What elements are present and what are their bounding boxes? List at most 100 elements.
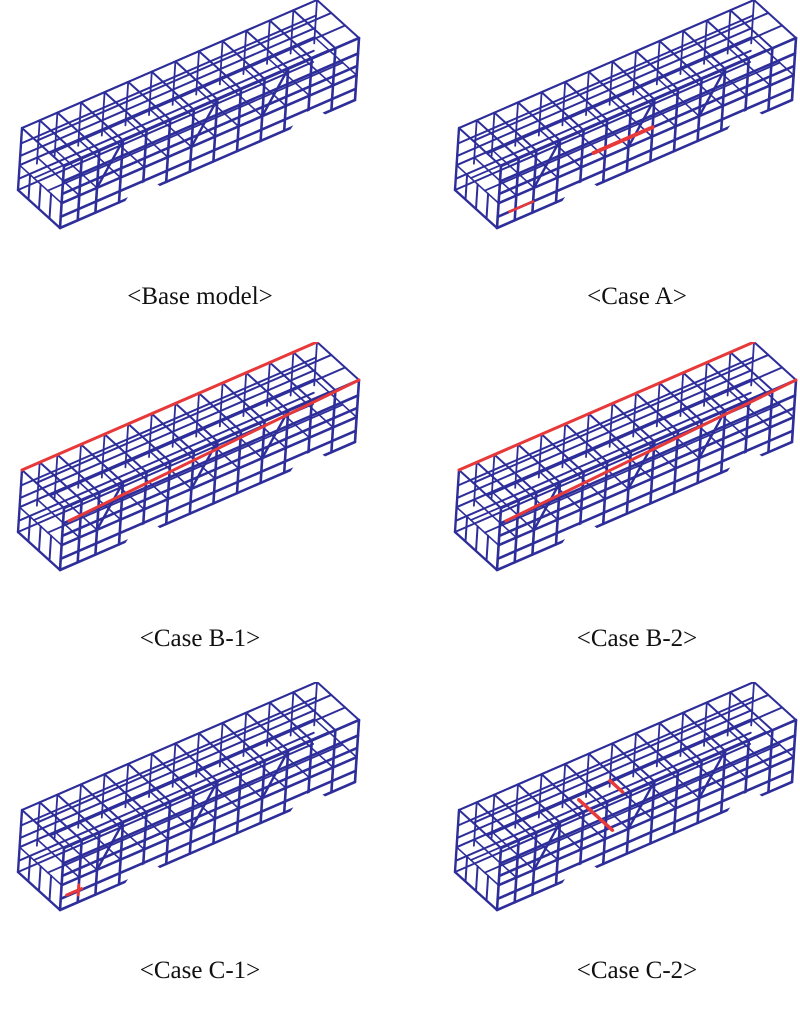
roof-bow — [458, 127, 502, 167]
caption: <Case B-1> — [139, 625, 261, 652]
pillar-near — [212, 98, 219, 163]
roof-bow — [21, 127, 65, 167]
floor-cross-member — [101, 470, 145, 511]
pillar-near — [531, 491, 538, 556]
pillar-far — [171, 60, 177, 106]
floor-cross-member — [656, 759, 701, 799]
pillar-near — [601, 118, 609, 184]
pillar-far — [148, 412, 153, 458]
pillar-far — [726, 9, 732, 55]
pillar-near — [554, 139, 562, 204]
side-rail-far — [17, 49, 315, 180]
front-frame — [475, 865, 479, 892]
front-frame — [453, 530, 499, 572]
floor-cross-member — [727, 46, 771, 87]
bus-frame-wireframe — [453, 342, 798, 572]
floor-cross-member — [54, 831, 98, 871]
floor-cross-member — [750, 718, 795, 758]
floor-cross-member — [148, 790, 193, 830]
pillar-near — [554, 821, 562, 886]
floor-cross-member — [243, 749, 287, 789]
pillar-near — [672, 429, 680, 495]
front-frame — [48, 192, 53, 220]
modified-roof-rail — [457, 342, 756, 472]
pillar-far — [148, 752, 153, 798]
pillar-near — [513, 839, 520, 904]
front-frame — [453, 468, 461, 534]
side-rail-far — [20, 696, 317, 827]
diagonal-brace — [627, 780, 656, 831]
front-frame — [48, 874, 53, 902]
pillar-near — [212, 780, 219, 845]
pillar-far — [218, 40, 224, 86]
pillar-near — [554, 481, 562, 546]
pillar-far — [514, 443, 519, 489]
caption: <Base model> — [127, 283, 273, 310]
wheel-arch — [124, 523, 161, 550]
roof-rail — [472, 693, 770, 824]
floor-cross-member — [266, 398, 311, 439]
floor-cross-member — [243, 67, 287, 107]
side-rail-near — [496, 769, 795, 901]
floor-cross-member — [266, 738, 311, 779]
floor-cross-member — [656, 419, 701, 459]
front-frame — [485, 874, 490, 902]
wheel-arch — [290, 109, 326, 137]
pillar-far — [679, 711, 685, 757]
pillar-far — [585, 70, 590, 116]
pillar-far — [171, 742, 177, 788]
pillar-near — [353, 718, 361, 784]
pillar-near — [531, 831, 538, 896]
side-rail-near — [497, 746, 796, 878]
pillar-near — [282, 67, 290, 132]
floor-cross-member — [473, 156, 518, 197]
roof-bow — [38, 801, 83, 842]
pillar-near — [164, 118, 172, 184]
roof-rail — [21, 0, 318, 129]
pillar-near — [672, 769, 680, 835]
floor-cross-member — [77, 480, 122, 521]
pillar-near — [767, 388, 774, 454]
pillar-far — [703, 701, 708, 747]
floor-cross-member — [54, 149, 98, 189]
pillar-near — [353, 378, 361, 444]
pillar-near — [235, 429, 243, 495]
front-frame — [464, 855, 469, 883]
floor-rail — [497, 756, 795, 887]
pillar-far — [750, 682, 755, 727]
pillar-far — [490, 453, 496, 499]
side-rail-near — [60, 406, 359, 538]
side-rail-near — [496, 87, 795, 219]
modified-side-rail — [67, 378, 361, 523]
pillar-far — [148, 70, 153, 116]
floor-cross-member — [514, 480, 559, 521]
side-rail-far — [457, 14, 754, 145]
diagonal-brace — [261, 749, 290, 800]
pillar-near — [767, 46, 774, 112]
floor-cross-member — [538, 470, 582, 511]
pillar-near — [282, 409, 290, 474]
front-frame — [16, 188, 62, 230]
pillar-far — [585, 752, 590, 798]
roof-bow — [316, 342, 360, 381]
pillar-near — [719, 749, 727, 814]
floor-cross-member — [125, 118, 169, 158]
front-frame — [453, 870, 499, 912]
pillar-far — [124, 763, 130, 809]
panel-case-c1: <Case C-1> — [0, 682, 400, 1012]
floor-rail — [470, 391, 767, 522]
diagonal-brace — [698, 67, 727, 118]
side-rail-far — [17, 391, 315, 522]
side-rail-far — [454, 49, 752, 180]
floor-rail — [60, 74, 358, 205]
modified-cross-member — [608, 778, 625, 794]
roof-rail — [35, 11, 333, 142]
pillar-far — [100, 91, 106, 137]
pillar-far — [655, 382, 661, 428]
pillar-near — [117, 821, 125, 886]
pillar-far — [289, 9, 295, 55]
floor-cross-member — [491, 149, 535, 189]
pillar-near — [76, 157, 83, 222]
pillar-near — [188, 108, 196, 173]
pillar-far — [100, 433, 106, 479]
